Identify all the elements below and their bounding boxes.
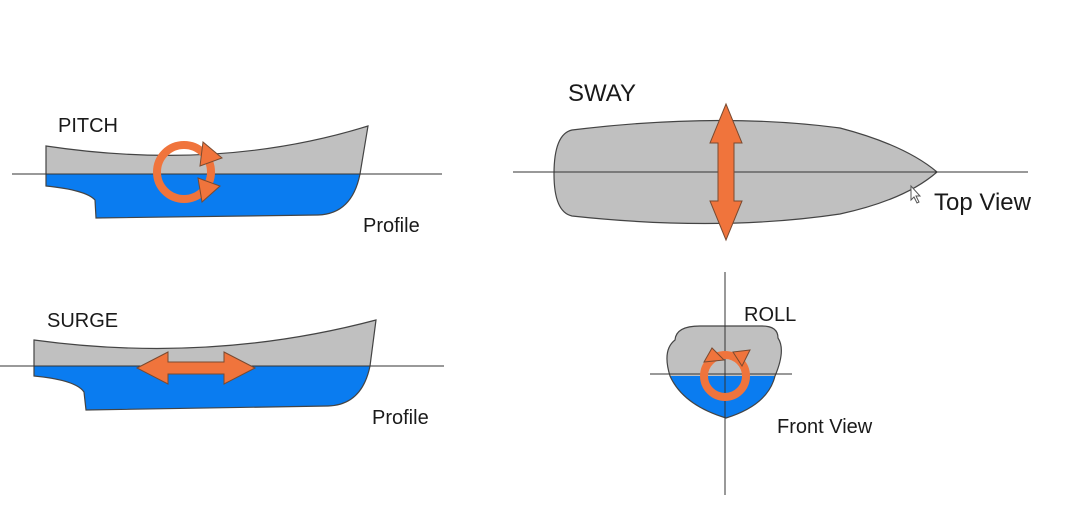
sway-vertical-double-arrow-icon xyxy=(709,102,743,242)
pitch-hull-above-water xyxy=(46,126,368,174)
surge-hull-below-water xyxy=(34,366,370,410)
sway-title: SWAY xyxy=(568,80,636,107)
sway-panel: SWAY Top View xyxy=(513,80,1032,242)
pitch-panel: PITCH Profile xyxy=(12,115,442,237)
surge-panel: SURGE Profile xyxy=(0,310,444,429)
roll-circular-arrow-icon xyxy=(700,347,751,401)
pitch-circular-arrow-icon xyxy=(153,141,223,203)
roll-view-label: Front View xyxy=(777,416,873,438)
sway-view-label: Top View xyxy=(934,189,1032,216)
roll-panel: ROLL Front View xyxy=(650,272,873,495)
roll-hull-outline xyxy=(666,325,782,419)
cursor-icon xyxy=(910,184,922,204)
pitch-view-label: Profile xyxy=(363,215,420,237)
surge-hull-above-water xyxy=(34,320,376,366)
roll-hull xyxy=(666,325,782,419)
roll-hull-above-water xyxy=(666,326,782,376)
surge-view-label: Profile xyxy=(372,407,429,429)
roll-title: ROLL xyxy=(744,304,796,326)
surge-horizontal-double-arrow-icon xyxy=(135,351,257,385)
surge-title: SURGE xyxy=(47,310,118,332)
pitch-title: PITCH xyxy=(58,115,118,137)
